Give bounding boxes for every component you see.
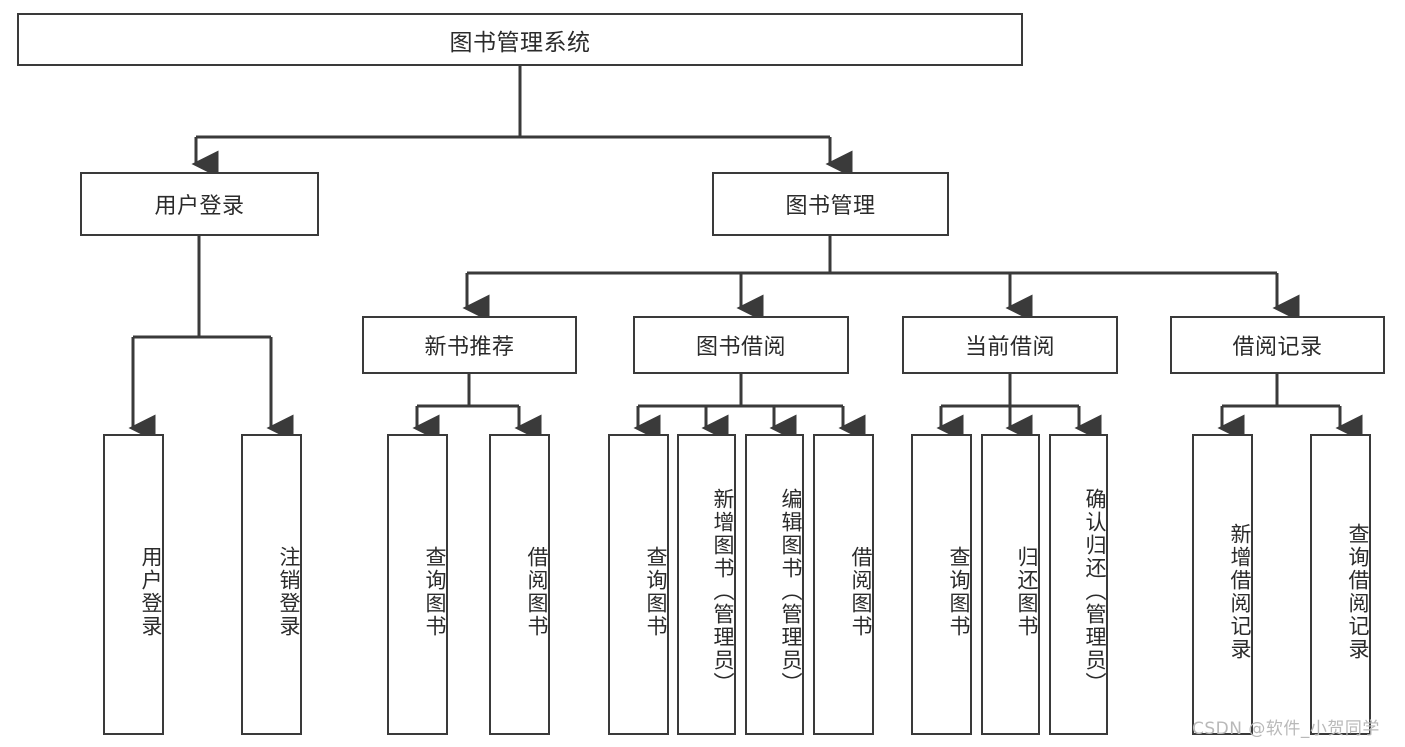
node-label: 图书管理系统: [449, 29, 591, 56]
node-label: 查询图书: [644, 545, 668, 638]
csdn-watermark: CSDN @软件_小贺同学: [1192, 719, 1380, 739]
node-label: 确认归还（管理员）: [1083, 488, 1107, 695]
node-label: 当前借阅: [964, 335, 1055, 360]
node-root-system[interactable]: 图书管理系统: [17, 13, 1023, 66]
leaf-new-book-borrow[interactable]: 借阅图书: [489, 434, 550, 735]
leaf-record-query[interactable]: 查询借阅记录: [1310, 434, 1371, 735]
node-borrow-record[interactable]: 借阅记录: [1170, 316, 1385, 374]
node-label: 查询图书: [947, 545, 971, 638]
node-label: 查询借阅记录: [1346, 522, 1370, 661]
node-label: 注销登录: [277, 545, 301, 638]
leaf-borrow-query-book[interactable]: 查询图书: [608, 434, 669, 735]
node-book-borrow[interactable]: 图书借阅: [633, 316, 849, 374]
node-current-borrow[interactable]: 当前借阅: [902, 316, 1118, 374]
node-label: 新增图书（管理员）: [711, 488, 735, 695]
leaf-record-add[interactable]: 新增借阅记录: [1192, 434, 1253, 735]
node-label: 新书推荐: [424, 335, 515, 360]
node-label: 编辑图书（管理员）: [779, 488, 803, 695]
node-book-management[interactable]: 图书管理: [712, 172, 949, 236]
node-label: 查询图书: [423, 545, 447, 638]
leaf-user-login-signin[interactable]: 用户登录: [103, 434, 164, 735]
node-new-book-recommend[interactable]: 新书推荐: [362, 316, 577, 374]
leaf-borrow-add-book-admin[interactable]: 新增图书（管理员）: [677, 434, 736, 735]
node-label: 借阅记录: [1232, 335, 1323, 360]
leaf-current-query-book[interactable]: 查询图书: [911, 434, 972, 735]
leaf-user-login-signout[interactable]: 注销登录: [241, 434, 302, 735]
node-label: 用户登录: [139, 545, 163, 638]
node-label: 图书管理: [785, 194, 876, 219]
node-label: 新增借阅记录: [1228, 522, 1252, 661]
node-label: 借阅图书: [525, 545, 549, 638]
leaf-current-return-book[interactable]: 归还图书: [981, 434, 1040, 735]
leaf-current-confirm-return-admin[interactable]: 确认归还（管理员）: [1049, 434, 1108, 735]
node-label: 归还图书: [1015, 545, 1039, 638]
leaf-borrow-edit-book-admin[interactable]: 编辑图书（管理员）: [745, 434, 804, 735]
node-user-login[interactable]: 用户登录: [80, 172, 319, 236]
node-label: 用户登录: [154, 194, 245, 219]
node-label: 借阅图书: [849, 545, 873, 638]
leaf-borrow-borrow-book[interactable]: 借阅图书: [813, 434, 874, 735]
leaf-new-book-query[interactable]: 查询图书: [387, 434, 448, 735]
node-label: 图书借阅: [695, 335, 786, 360]
